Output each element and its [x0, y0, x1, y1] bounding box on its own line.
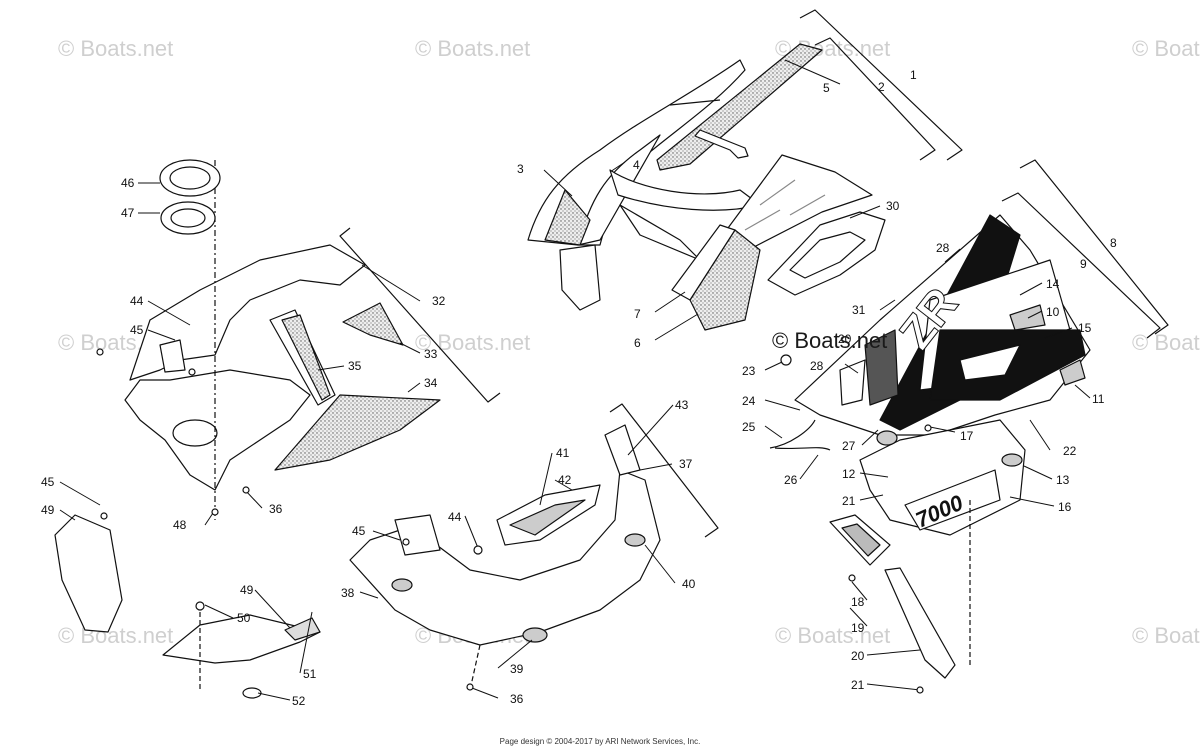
- gasket-47: [160, 201, 216, 235]
- callout-31: 31: [852, 303, 866, 317]
- lower-panel-49: [162, 612, 321, 690]
- callout-39: 39: [510, 662, 524, 676]
- pad-33: [342, 302, 404, 346]
- callout-22: 22: [1063, 444, 1077, 458]
- callout-28: 28: [936, 241, 950, 255]
- callout-5: 5: [823, 81, 830, 95]
- callout-36: 36: [510, 692, 524, 706]
- grommet-23: [780, 354, 792, 366]
- callout-48: 48: [173, 518, 187, 532]
- trim-20: [884, 500, 971, 679]
- callout-3: 3: [517, 162, 524, 176]
- callout-26: 26: [784, 473, 798, 487]
- callout-21: 21: [842, 494, 856, 508]
- callout-33: 33: [424, 347, 438, 361]
- callout-35: 35: [348, 359, 362, 373]
- callout-38: 38: [341, 586, 355, 600]
- callout-42: 42: [558, 473, 572, 487]
- callout-7: 7: [634, 307, 641, 321]
- front-hood: [794, 214, 1091, 436]
- gauge-cover-30: [767, 211, 886, 296]
- callout-15: 15: [1078, 321, 1092, 335]
- hood-strip: [656, 43, 823, 171]
- callout-51: 51: [303, 667, 317, 681]
- callout-10: 10: [1046, 305, 1060, 319]
- callout-49: 49: [41, 503, 55, 517]
- callout-2: 2: [878, 80, 885, 94]
- callout-19: 19: [851, 621, 865, 635]
- callout-36: 36: [269, 502, 283, 516]
- bumper: [349, 424, 661, 691]
- callout-21: 21: [851, 678, 865, 692]
- callout-6: 6: [634, 336, 641, 350]
- side-panel-49: [54, 514, 123, 633]
- callout-49: 49: [240, 583, 254, 597]
- hood-panel: [527, 59, 761, 311]
- callout-28: 28: [810, 359, 824, 373]
- nose-cone-16: [859, 419, 1026, 536]
- callout-37: 37: [679, 457, 693, 471]
- harness-25: [769, 419, 831, 451]
- callout-46: 46: [121, 176, 135, 190]
- callout-8: 8: [1110, 236, 1117, 250]
- callout-20: 20: [838, 332, 852, 346]
- callout-20: 20: [851, 649, 865, 663]
- plate-18: [829, 514, 891, 566]
- watermark-center: © Boats.net: [772, 328, 888, 353]
- callout-44: 44: [130, 294, 144, 308]
- callout-9: 9: [1080, 257, 1087, 271]
- callout-50: 50: [237, 611, 251, 625]
- callout-1: 1: [910, 68, 917, 82]
- callout-16: 16: [1058, 500, 1072, 514]
- callout-30: 30: [886, 199, 900, 213]
- callout-4: 4: [633, 158, 640, 172]
- callout-40: 40: [682, 577, 696, 591]
- callout-52: 52: [292, 694, 306, 708]
- callout-12: 12: [842, 467, 856, 481]
- callout-41: 41: [556, 446, 570, 460]
- callout-47: 47: [121, 206, 135, 220]
- callout-14: 14: [1046, 277, 1060, 291]
- callout-17: 17: [960, 429, 974, 443]
- callout-23: 23: [742, 364, 756, 378]
- trim-41-42: [496, 484, 601, 546]
- callout-43: 43: [675, 398, 689, 412]
- callout-45: 45: [41, 475, 55, 489]
- callout-27: 27: [842, 439, 856, 453]
- callout-45: 45: [130, 323, 144, 337]
- callout-45: 45: [352, 524, 366, 538]
- callout-32: 32: [432, 294, 446, 308]
- callout-44: 44: [448, 510, 462, 524]
- button-52: [242, 687, 262, 699]
- belly-pan: [124, 160, 366, 520]
- callout-11: 11: [1092, 392, 1105, 406]
- footer-copyright: Page design © 2004-2017 by ARI Network S…: [499, 737, 701, 746]
- pad-34: [274, 394, 441, 471]
- callout-18: 18: [851, 595, 865, 609]
- callout-24: 24: [742, 394, 756, 408]
- callout-25: 25: [742, 420, 756, 434]
- callout-13: 13: [1056, 473, 1070, 487]
- callout-34: 34: [424, 376, 438, 390]
- gasket-46: [159, 159, 221, 197]
- side-pad: [671, 224, 761, 331]
